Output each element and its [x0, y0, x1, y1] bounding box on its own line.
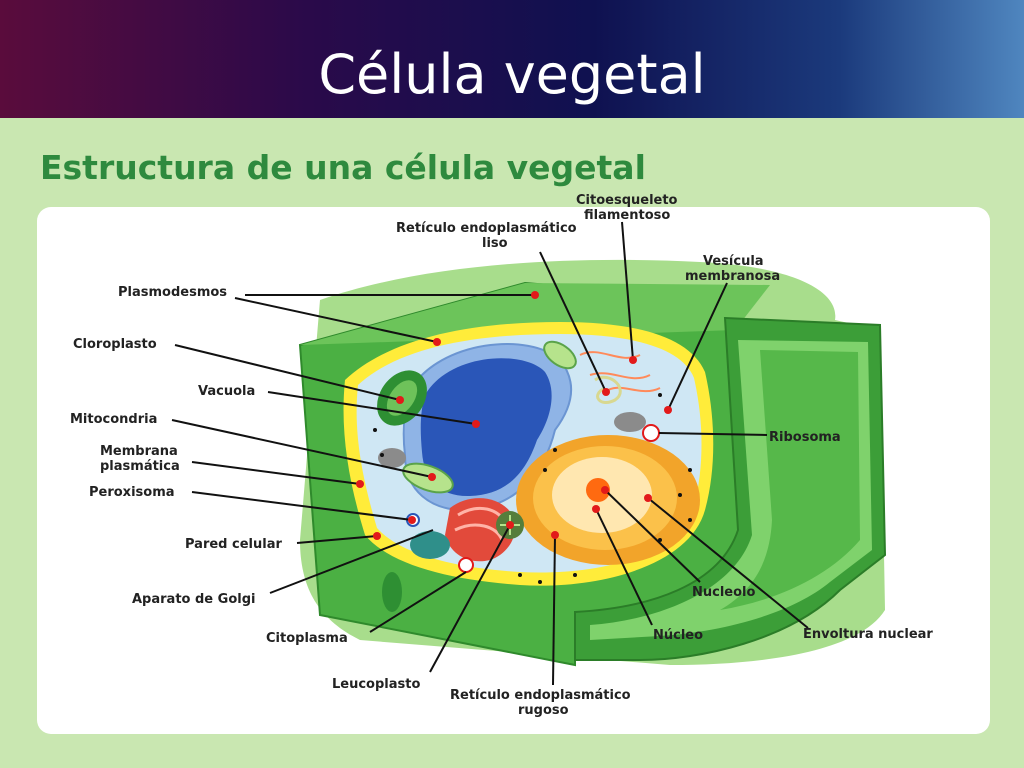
slide-title: Célula vegetal	[318, 43, 706, 106]
cell-wall-top	[300, 283, 770, 345]
label-citoplasma: Citoplasma	[266, 631, 348, 646]
label-vesicula-2: membranosa	[685, 269, 780, 284]
wall-chloroplast	[382, 572, 402, 612]
label-peroxisoma: Peroxisoma	[89, 485, 175, 500]
label-vacuola: Vacuola	[198, 384, 255, 399]
mitochondrion	[402, 462, 454, 494]
label-citoesqueleto-1: Citoesqueleto	[576, 193, 678, 208]
label-nucleo: Núcleo	[653, 628, 703, 643]
mitochondrion-2	[543, 340, 577, 370]
citoplasma-marker	[458, 557, 474, 573]
label-citoesqueleto-2: filamentoso	[584, 208, 670, 223]
diagram-heading: Estructura de una célula vegetal	[40, 148, 646, 187]
label-cloroplasto: Cloroplasto	[73, 337, 157, 352]
organelle-grey-2	[614, 412, 646, 432]
label-rer-2: rugoso	[518, 703, 569, 718]
label-mitocondria: Mitocondria	[70, 412, 157, 427]
label-nucleolo: Nucleolo	[692, 585, 756, 600]
label-rel-1: Retículo endoplasmático	[396, 221, 577, 236]
label-leucoplasto: Leucoplasto	[332, 677, 420, 692]
label-plasmodesmos: Plasmodesmos	[118, 285, 227, 300]
label-ribosoma: Ribosoma	[769, 430, 841, 445]
cell-wall-cutaway-layer	[720, 350, 860, 610]
label-aparato-golgi: Aparato de Golgi	[132, 592, 255, 607]
label-pared-celular: Pared celular	[185, 537, 282, 552]
label-membrana-2: plasmática	[100, 459, 180, 474]
slide-header	[0, 0, 1024, 118]
ribosome-marker	[642, 424, 660, 442]
label-rel-2: liso	[482, 236, 508, 251]
nucleolus	[586, 478, 610, 502]
golgi-teal	[410, 531, 450, 559]
vacuole-core	[420, 358, 552, 497]
organelle-grey	[378, 448, 406, 468]
label-membrana-1: Membrana	[100, 444, 178, 459]
label-envoltura-nuclear: Envoltura nuclear	[803, 627, 933, 642]
label-rer-1: Retículo endoplasmático	[450, 688, 631, 703]
label-vesicula-1: Vesícula	[703, 254, 764, 269]
